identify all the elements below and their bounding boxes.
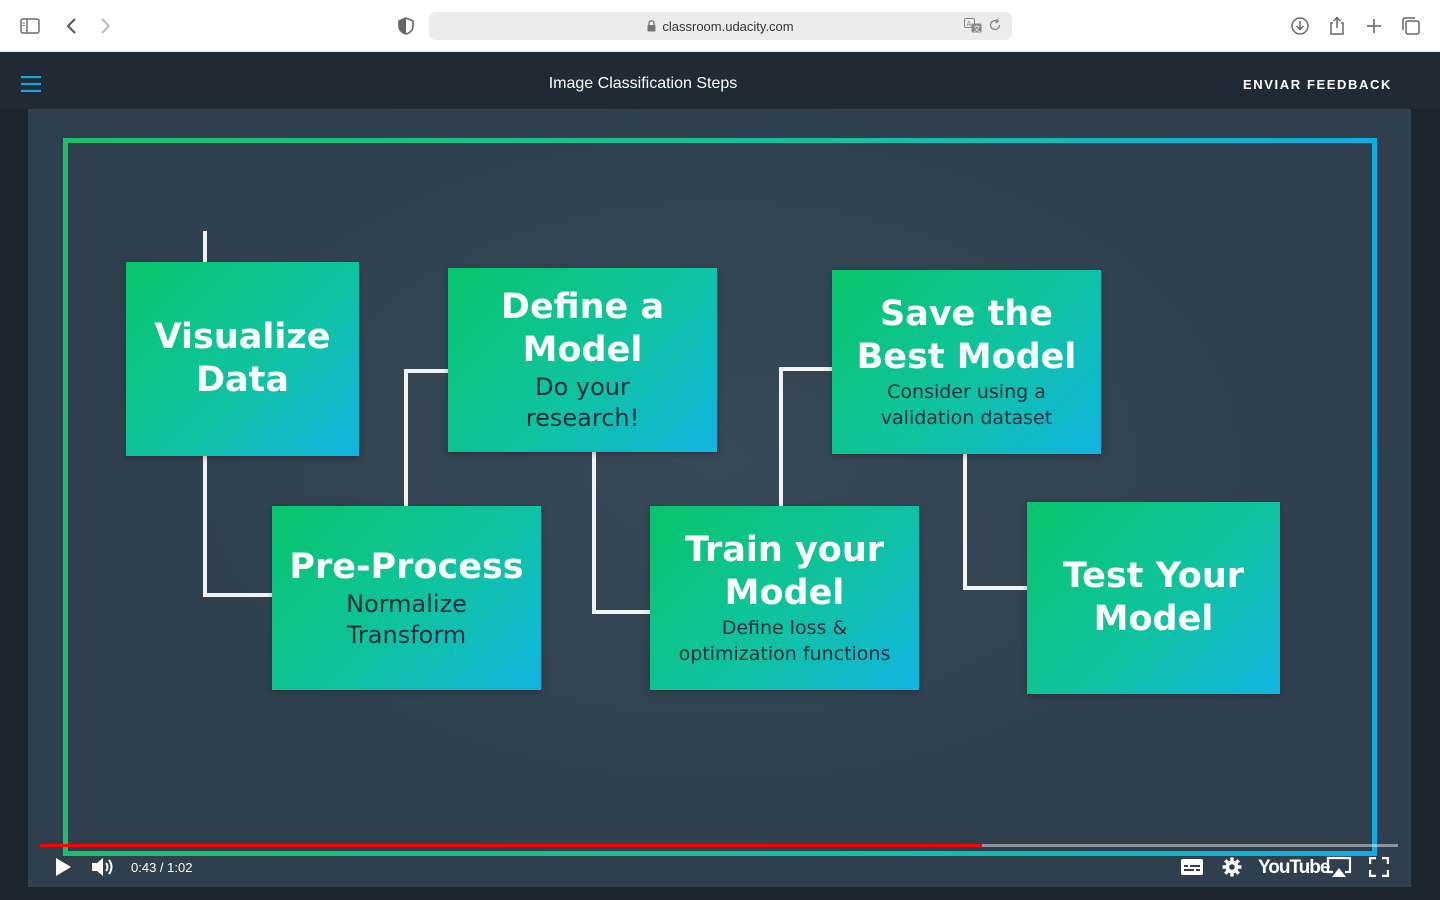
youtube-logo[interactable]: YouTube — [1258, 857, 1330, 878]
connector-line — [963, 454, 967, 590]
step-title: Best Model — [856, 337, 1077, 377]
connector-line — [404, 369, 448, 373]
video-player[interactable]: Visualize Data Pre-Process Normalize Tra… — [28, 109, 1411, 887]
connector-line — [203, 593, 272, 597]
svg-text:文: 文 — [974, 24, 981, 33]
airplay-icon[interactable] — [1326, 855, 1352, 879]
step-visualize-data: Visualize Data — [126, 262, 359, 456]
step-define-model: Define a Model Do your research! — [448, 268, 717, 452]
volume-icon[interactable] — [91, 855, 117, 879]
hamburger-icon[interactable] — [21, 75, 41, 93]
step-subtitle: research! — [525, 404, 640, 432]
step-title: Model — [1093, 599, 1214, 639]
step-subtitle: validation dataset — [880, 407, 1053, 429]
connector-line — [779, 367, 783, 506]
connector-line — [203, 456, 207, 596]
step-subtitle: Consider using a — [887, 381, 1046, 403]
send-feedback-button[interactable]: ENVIAR FEEDBACK — [1243, 77, 1392, 92]
play-icon[interactable] — [52, 855, 74, 879]
step-title: Model — [724, 573, 845, 613]
step-pre-process: Pre-Process Normalize Transform — [272, 506, 541, 690]
connector-line — [779, 367, 832, 371]
step-title: Save the — [880, 294, 1053, 334]
step-title: Test Your — [1062, 556, 1245, 596]
step-title: Pre-Process — [289, 546, 524, 587]
step-title: Define a — [500, 287, 665, 327]
step-subtitle: optimization functions — [678, 643, 891, 665]
connector-line — [203, 231, 207, 262]
lock-icon — [647, 20, 656, 32]
step-title: Train your — [684, 530, 885, 570]
classroom-header — [0, 52, 1440, 109]
download-icon[interactable] — [1287, 13, 1313, 39]
tabs-icon[interactable] — [1398, 13, 1424, 39]
connector-line — [592, 452, 596, 614]
subtitles-icon[interactable] — [1181, 855, 1203, 879]
step-title: Model — [522, 330, 643, 370]
reload-icon[interactable] — [988, 18, 1002, 36]
share-icon[interactable] — [1324, 13, 1350, 39]
connector-line — [404, 369, 408, 506]
progress-bar[interactable] — [40, 844, 1398, 847]
step-title: Data — [195, 360, 290, 400]
step-subtitle: Define loss & — [721, 617, 848, 639]
slide-frame — [63, 138, 1377, 856]
shield-icon[interactable] — [393, 13, 419, 39]
url-text: classroom.udacity.com — [662, 18, 794, 34]
step-subtitle: Do your — [535, 373, 630, 401]
step-subtitle: Normalize — [346, 589, 467, 618]
step-test-model: Test Your Model — [1027, 502, 1280, 694]
step-title: Visualize — [154, 317, 331, 357]
svg-text:A: A — [967, 20, 972, 28]
fullscreen-icon[interactable] — [1368, 855, 1390, 879]
progress-played — [40, 844, 983, 847]
connector-line — [592, 610, 650, 614]
back-icon[interactable] — [58, 13, 84, 39]
step-save-best-model: Save the Best Model Consider using a val… — [832, 270, 1101, 454]
step-subtitle: Transform — [346, 620, 467, 649]
sidebar-icon[interactable] — [17, 13, 43, 39]
page-title: Image Classification Steps — [548, 75, 738, 92]
settings-gear-icon[interactable] — [1221, 855, 1243, 879]
forward-icon[interactable] — [93, 13, 119, 39]
new-tab-icon[interactable] — [1361, 13, 1387, 39]
connector-line — [963, 586, 1027, 590]
time-display: 0:43 / 1:02 — [131, 860, 193, 875]
step-train-model: Train your Model Define loss & optimizat… — [650, 506, 919, 690]
